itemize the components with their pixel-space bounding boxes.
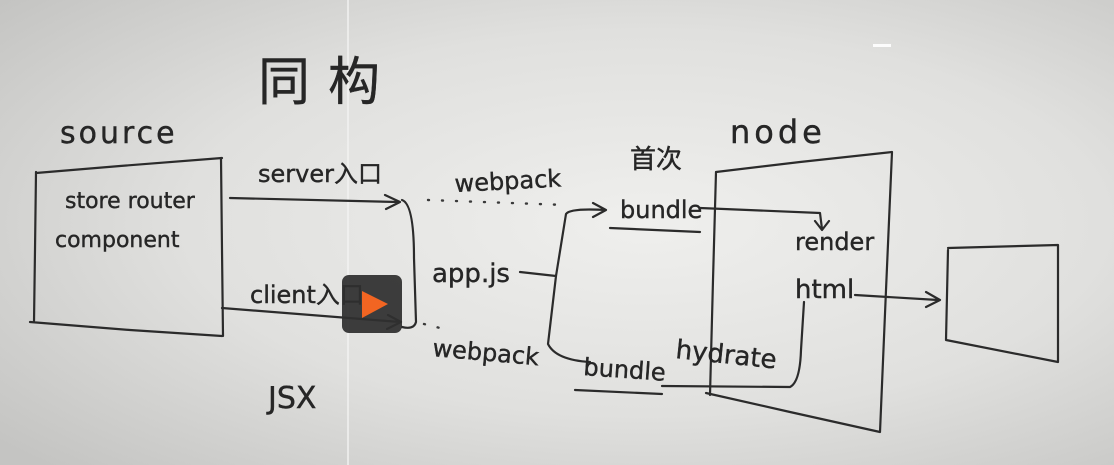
html-label: html: [795, 275, 854, 305]
entry-bracket: [400, 198, 418, 329]
marker-glare: [873, 44, 891, 47]
play-button[interactable]: [342, 275, 402, 333]
source-box-line1: store router: [65, 189, 196, 214]
server-arrow: [228, 193, 402, 211]
bundle-top-label: bundle: [620, 196, 702, 224]
bundle-bottom-label: bundle: [583, 353, 667, 387]
source-label: source: [60, 116, 178, 151]
source-box-line2: component: [55, 228, 180, 253]
hydrate-connector: [660, 300, 806, 389]
node-box: [704, 150, 894, 434]
server-entry-label: server入口: [258, 160, 382, 188]
diagram-title: 同构: [258, 53, 398, 113]
output-box: [944, 243, 1060, 364]
bundle-to-render-arrow: [698, 206, 831, 232]
webpack-bottom-dotted-line: [422, 322, 442, 330]
app-js-label: app.js: [432, 259, 510, 289]
play-icon[interactable]: [362, 291, 388, 318]
html-output-arrow: [853, 290, 942, 309]
bundle-top-underline: [608, 226, 702, 234]
render-label: render: [795, 228, 874, 256]
app-to-bundles-connector: [518, 201, 608, 364]
first-time-label: 首次: [630, 145, 682, 175]
webpack-top-label: webpack: [454, 164, 562, 198]
bundle-bottom-underline: [573, 388, 664, 396]
jsx-label: JSX: [266, 381, 316, 416]
source-box: [28, 156, 225, 338]
node-label: node: [730, 113, 826, 151]
